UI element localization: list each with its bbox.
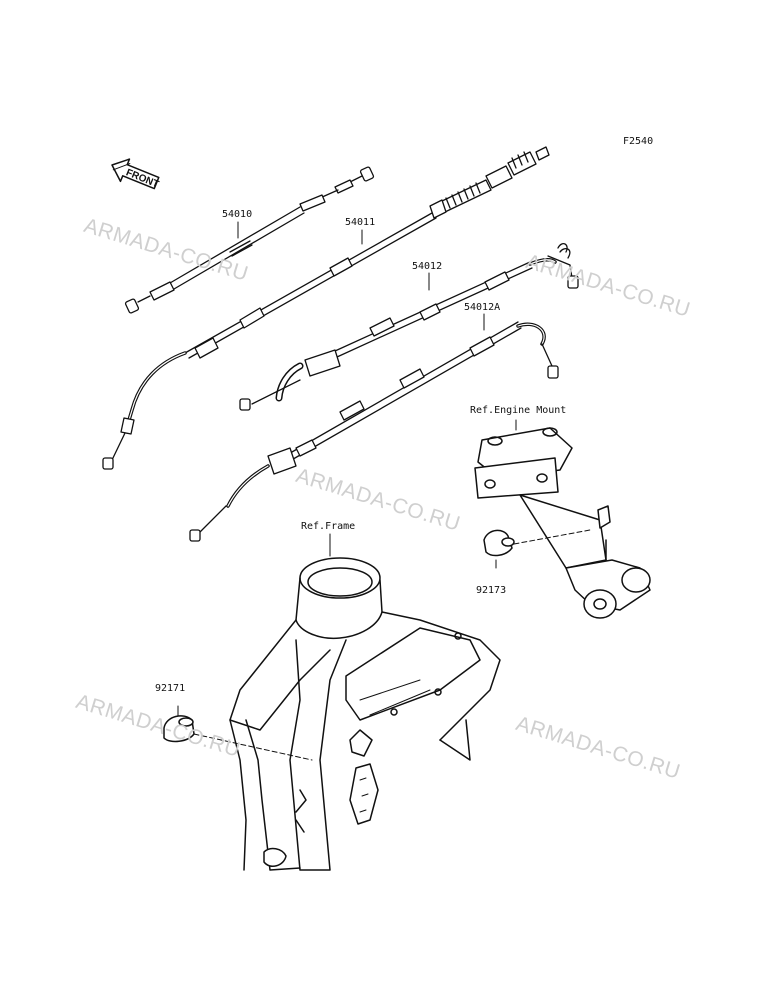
ref-engine-mount-label: Ref.Engine Mount — [470, 405, 567, 416]
part-label-54012: 54012 — [412, 261, 443, 272]
part-label-92173: 92173 — [476, 585, 507, 596]
part-label-92171: 92171 — [155, 683, 186, 694]
engine-mount-bracket — [474, 427, 651, 619]
figure-code: F2540 — [623, 136, 654, 147]
part-label-54010: 54010 — [222, 209, 253, 220]
ref-frame-label: Ref.Frame — [301, 521, 356, 532]
cable-54012A — [189, 321, 559, 542]
clamp-92173 — [483, 529, 591, 569]
part-label-54012A: 54012A — [464, 302, 501, 313]
leader-lines — [237, 221, 517, 557]
cable-54010 — [124, 166, 375, 314]
front-arrow-icon: FRONT — [111, 158, 160, 190]
clamp-92171 — [163, 705, 313, 761]
cable-54011 — [102, 146, 550, 470]
part-label-54011: 54011 — [345, 217, 376, 228]
cable-54012 — [239, 243, 579, 411]
frame — [229, 557, 501, 871]
